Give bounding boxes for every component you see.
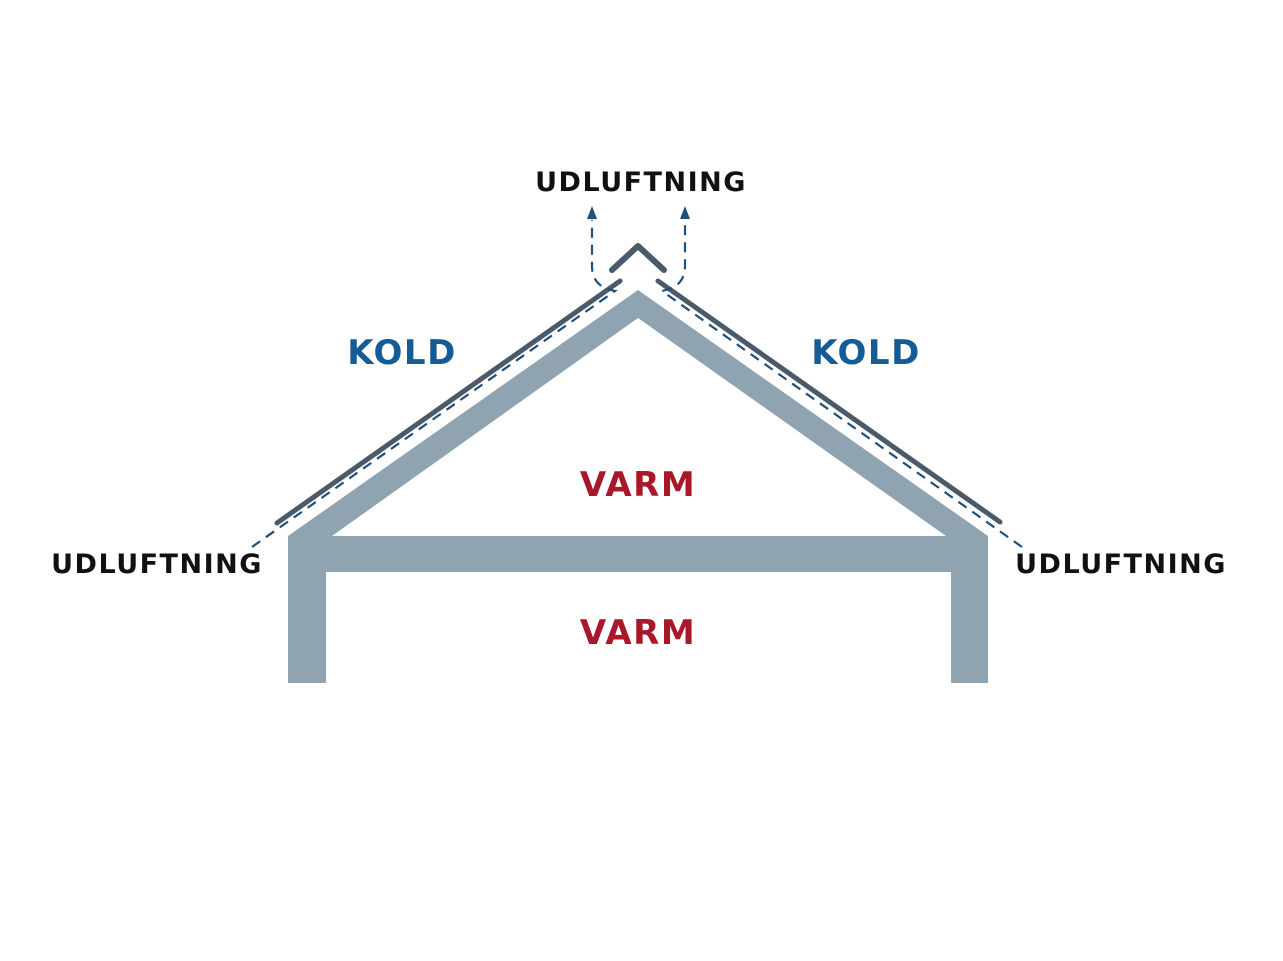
vent-label-top: UDLUFTNING — [535, 167, 747, 198]
airflow-path-left — [251, 220, 618, 548]
ridge-cap — [609, 243, 667, 273]
airflow-arrow-left-icon — [587, 206, 597, 219]
warm-zone-label-attic: VARM — [580, 465, 696, 505]
vent-label-left: UDLUFTNING — [51, 549, 263, 580]
vent-label-right: UDLUFTNING — [1015, 549, 1227, 580]
airflow-path-right — [659, 220, 1023, 548]
house-walls-and-ceiling — [288, 536, 988, 683]
warm-zone-label-room: VARM — [580, 613, 696, 653]
cold-zone-label-right: KOLD — [811, 333, 921, 373]
roof-rafters — [288, 290, 988, 536]
airflow-arrow-right-icon — [680, 206, 690, 219]
cold-zone-label-left: KOLD — [347, 333, 457, 373]
roof-covering-right — [655, 278, 1003, 525]
roof-covering-left — [274, 278, 623, 526]
